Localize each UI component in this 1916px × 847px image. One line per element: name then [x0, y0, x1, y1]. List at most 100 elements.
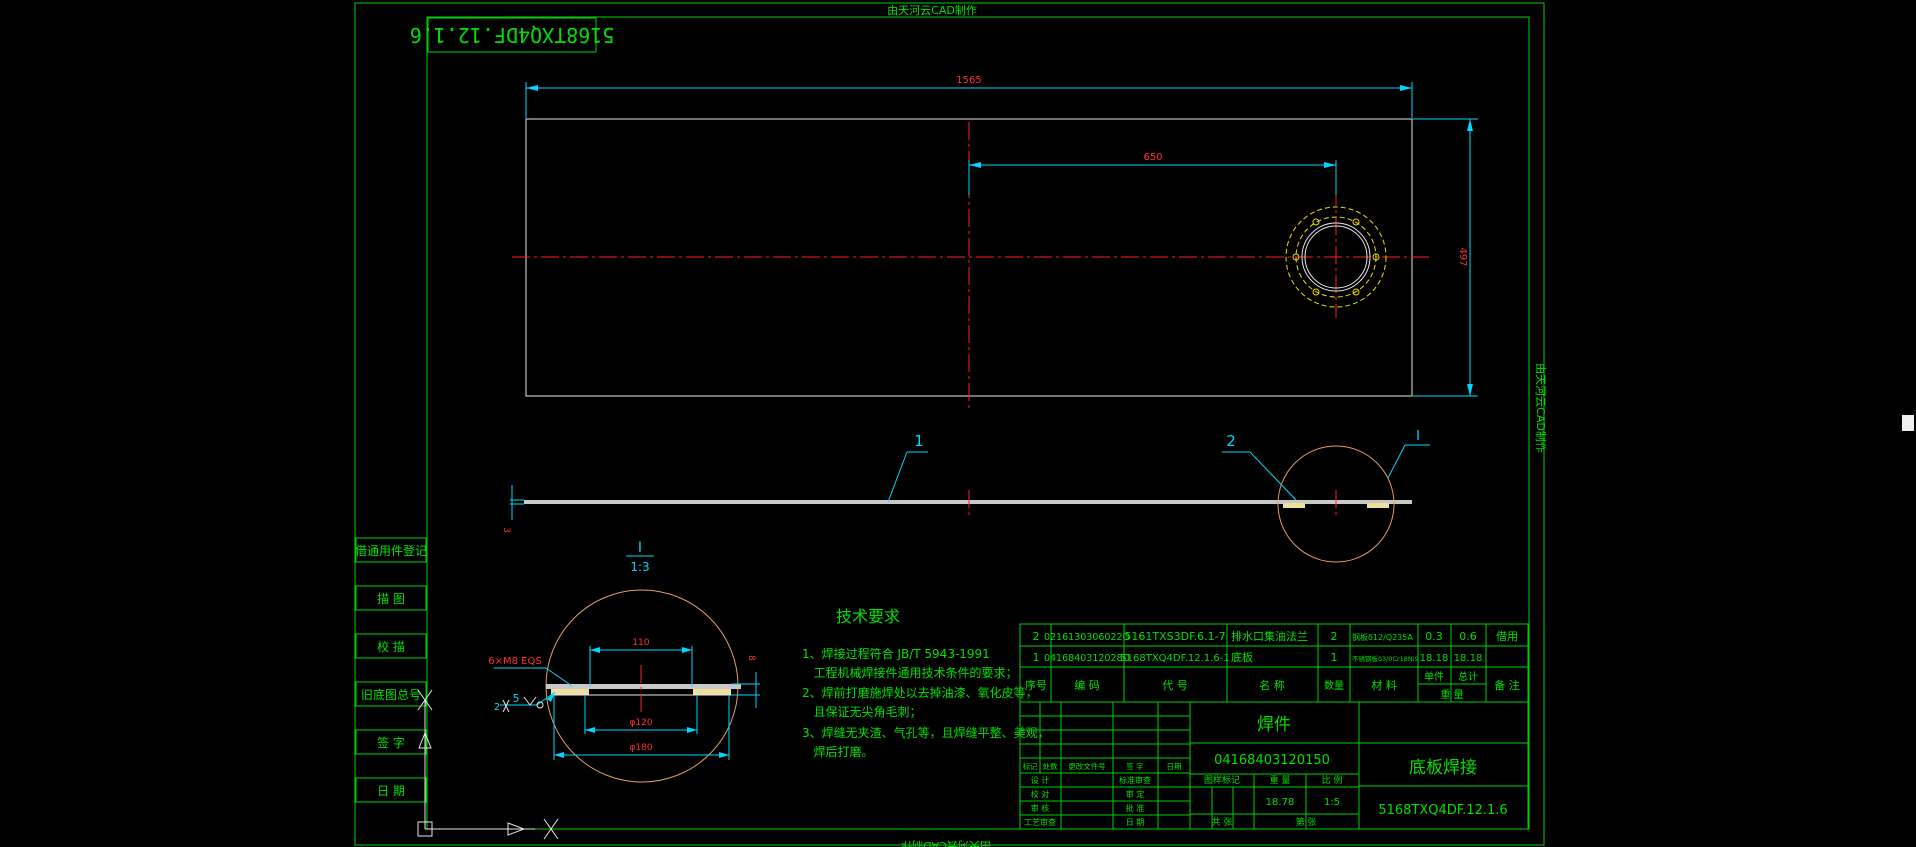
- tb-sign-3-a: 工艺审查: [1024, 817, 1056, 827]
- left-label-0: 借通用件登记: [355, 543, 427, 558]
- tb-name: 底板焊接: [1409, 758, 1477, 778]
- bolt-holes: [1292, 218, 1380, 296]
- view-i-label: I: [1416, 429, 1420, 444]
- tb-scale-label: 比 例: [1322, 774, 1343, 786]
- tech-line-4: 3、焊缝无夹渣、气孔等，且焊缝平整、美观，: [802, 725, 1050, 740]
- detail-dim-120-value: φ120: [629, 718, 652, 728]
- detail-title: I: [638, 540, 642, 556]
- tb-rev-4: 日期: [1167, 762, 1182, 771]
- title-block-grid: [1019, 701, 1529, 830]
- tb-page-label: 第 张: [1296, 816, 1317, 828]
- tb-drawing-number: 5168TXQ4DF.12.1.6: [1378, 803, 1507, 818]
- left-label-5: 日 期: [377, 784, 405, 798]
- detail-scale: 1:3: [630, 560, 649, 574]
- tb-scale-value: 1:5: [1324, 797, 1340, 808]
- tech-line-3: 且保证无尖角毛刺；: [802, 705, 921, 719]
- bom-h-0: 序号: [1025, 678, 1047, 692]
- inner-frame: [426, 16, 1530, 830]
- tb-sign-1-a: 校 对: [1031, 789, 1050, 799]
- dimension-offset: [968, 160, 1337, 195]
- bom-r0-c0: 2: [1033, 630, 1040, 643]
- dimension-offset-value: 650: [1143, 152, 1162, 163]
- flange-outer-circle: [1285, 206, 1387, 308]
- weld-size: 5: [513, 692, 520, 705]
- bolt-note: 6×M8 EQS: [488, 656, 541, 667]
- bore-circle: [1304, 225, 1368, 289]
- drawing-number-box: [427, 17, 597, 53]
- weld-symbol: [500, 691, 556, 713]
- detail-dim-180-value: φ180: [629, 743, 652, 753]
- bom-r0-c8: 借用: [1496, 630, 1518, 643]
- bom-r1-c4: 1: [1331, 651, 1338, 664]
- scrollbar-thumb[interactable]: [1902, 415, 1914, 431]
- left-label-3: 旧底图总号: [361, 687, 421, 702]
- bom-r1-c5: 不锈钢板δ3/0Cr18Ni9: [1352, 654, 1419, 663]
- bom-r1-c1: 0416840312028O: [1044, 653, 1130, 664]
- tb-weight-label: 重 量: [1270, 774, 1291, 786]
- tb-code: 04168403120150: [1214, 753, 1330, 768]
- dimension-thickness: [510, 485, 524, 520]
- tech-line-5: 焊后打磨。: [802, 744, 873, 759]
- bom-r1-c6: 18.18: [1420, 653, 1449, 664]
- detail-dim-120: [584, 695, 698, 734]
- tb-sign-0-a: 设 计: [1031, 775, 1050, 785]
- tb-sheet-label: 共 张: [1212, 817, 1233, 828]
- left-label-2: 校 描: [377, 639, 405, 654]
- bom-r1-c3: 底板: [1231, 650, 1253, 664]
- side-flange-hatch: [1283, 503, 1389, 508]
- ucs-icon: [417, 689, 559, 840]
- bom-r0-c4: 2: [1331, 630, 1338, 643]
- bom-h-8: 备 注: [1494, 678, 1520, 692]
- bom-r0-c6: 0.3: [1425, 630, 1443, 643]
- bore-outer-circle: [1301, 222, 1371, 292]
- bom-h-5: 材 料: [1371, 678, 1397, 692]
- balloon-1-leader: [887, 451, 928, 503]
- tech-title: 技术要求: [836, 607, 900, 626]
- bom-h-weight: 重 量: [1440, 688, 1463, 701]
- bom-r1-c2: 5168TXQ4DF.12.1.6-1: [1120, 653, 1229, 664]
- dimension-height-value: 497: [1457, 247, 1468, 266]
- watermark-right: 由天河云CAD制作: [1534, 363, 1548, 453]
- bom-h-2: 代 号: [1162, 679, 1188, 692]
- watermark-top: 由天河云CAD制作: [887, 3, 977, 17]
- plate-side-view: [524, 500, 1412, 504]
- tb-weight-value: 18.78: [1266, 797, 1295, 808]
- tb-rev-3: 签 字: [1126, 761, 1143, 771]
- outer-frame: [354, 2, 1545, 846]
- bom-r1-c0: 1: [1033, 651, 1040, 664]
- detail-dim-h-value: 8: [746, 655, 756, 661]
- tb-sign-1-b: 审 定: [1126, 789, 1145, 799]
- bom-r0-c7: 0.6: [1459, 630, 1477, 643]
- bom-r0-c1: 0216130306022O: [1044, 632, 1130, 643]
- detail-callout-circle: [1277, 445, 1395, 563]
- detail-dim-180: [553, 695, 730, 760]
- tech-line-0: 1、焊接过程符合 JB/T 5943-1991: [802, 646, 990, 661]
- tech-line-2: 2、焊前打磨施焊处以去掉油漆、氧化皮等，: [802, 685, 1038, 700]
- balloon-2: 2: [1226, 432, 1236, 450]
- left-label-1: 描 图: [377, 592, 405, 606]
- balloon-1: 1: [914, 432, 924, 450]
- bom-h-1: 编 码: [1074, 678, 1100, 692]
- tb-rev-1: 处数: [1043, 761, 1059, 771]
- bom-r0-c5: 钢板δ12/Q235A: [1352, 632, 1413, 642]
- bom-r1-c7: 18.18: [1454, 653, 1483, 664]
- left-label-4: 签 字: [377, 735, 405, 750]
- tb-rev-0: 标记: [1023, 761, 1039, 771]
- dimension-length: [525, 82, 1413, 118]
- flange-bolt-circle: [1295, 216, 1377, 298]
- tb-sign-2-a: 审 核: [1031, 803, 1050, 813]
- weld-ref: 2: [494, 702, 500, 713]
- dimension-length-value: 1565: [956, 75, 981, 86]
- detail-dim-h: [731, 672, 760, 708]
- bom-h-4: 数量: [1324, 679, 1344, 692]
- bom-h-3: 名 称: [1259, 678, 1285, 692]
- tb-part-type: 焊件: [1257, 715, 1291, 735]
- balloon-2-leader: [1222, 451, 1297, 501]
- watermark-bottom: 由天河云CAD制作: [901, 839, 991, 847]
- bom-h-6: 单件: [1424, 671, 1444, 683]
- tb-sign-3-b: 日 期: [1126, 818, 1145, 827]
- dimension-thickness-value: 3: [501, 527, 511, 533]
- detail-section: [546, 684, 741, 696]
- drawing-number-mirrored: 5168TXQ4DF.12.1.6: [410, 23, 615, 47]
